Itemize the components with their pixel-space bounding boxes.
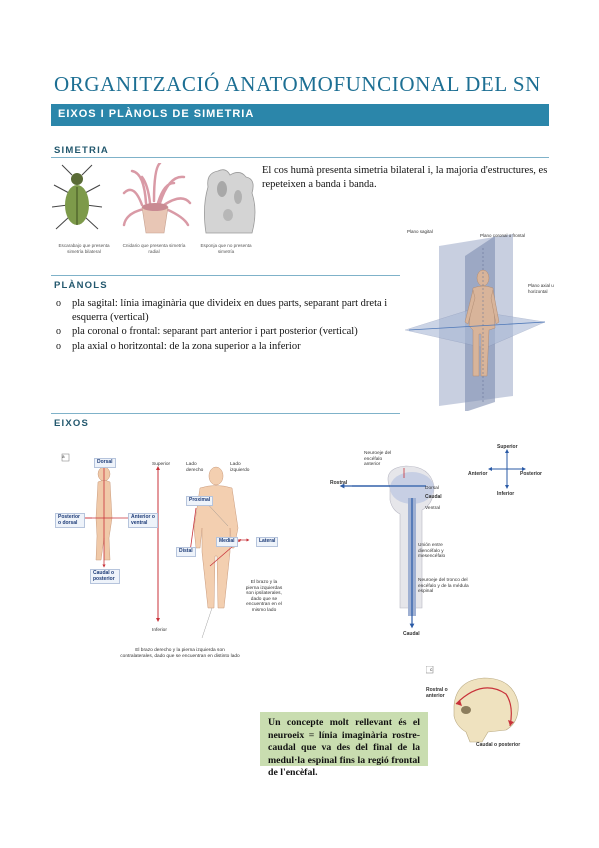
list-item-text: pla axial o horitzontal: de la zona supe…: [72, 340, 301, 352]
label-lado-izquierdo: Lado izquierdo: [230, 462, 250, 473]
label-dorsal: Dorsal: [94, 458, 116, 468]
bullet-icon: o: [56, 326, 61, 337]
list-item-text: pla coronal o frontal: separant part ant…: [72, 326, 358, 337]
label-caudal-b: Caudal: [425, 494, 442, 500]
simetria-text: El cos humà presenta simetria bilateral …: [262, 165, 548, 190]
label-compass-inferior: Inferior: [497, 491, 515, 497]
label-compass-superior: Superior: [497, 444, 518, 450]
label-caudal-posterior: Caudal o posterior: [90, 569, 120, 585]
beetle-illustration: [52, 164, 103, 230]
divider: [51, 275, 400, 276]
label-neuroeje-anterior: Neuroeje del encéfalo anterior: [364, 451, 392, 468]
heading-eixos: EIXOS: [54, 418, 90, 429]
note-contralateral: El brazo derecho y la pierna izquierda s…: [120, 648, 240, 659]
planols-list: o pla sagital: línia imaginària que divid…: [54, 297, 401, 354]
body-planes-figure: [404, 234, 546, 411]
caption-beetle: Escarabajo que presenta simetría bilater…: [58, 243, 110, 254]
banner-label: EIXOS I PLÀNOLS DE SIMETRIA: [58, 108, 255, 120]
list-item-text: pla sagital: línia imaginària que divide…: [72, 298, 388, 323]
note-ipsilateral: El brazo y la pierna izquierdas son ipsi…: [245, 580, 283, 613]
divider: [51, 413, 400, 414]
label-plano-sagital: Plano sagital: [407, 229, 433, 234]
label-compass-anterior: Anterior: [468, 471, 488, 477]
label-rostral: Rostral: [330, 480, 348, 486]
bullet-icon: o: [56, 298, 61, 309]
page-title: ORGANITZACIÓ ANATOMOFUNCIONAL DEL SN: [54, 72, 541, 96]
fig-c-letter: c: [430, 668, 433, 673]
skull-figure: [426, 666, 519, 743]
sponge-illustration: [204, 169, 256, 234]
label-caudal-bottom: Caudal: [403, 631, 420, 637]
label-tronco: Neuroeje del tronco del encéfalo y de la…: [418, 578, 469, 595]
divider: [51, 157, 549, 158]
caption-sponge: Esponja que no presenta simetría: [200, 243, 252, 254]
label-union: Unión entre diencéfalo y mesencéfalo: [418, 543, 446, 560]
bullet-icon: o: [56, 340, 61, 352]
label-plano-axial: Plano axial u horizontal: [528, 283, 554, 294]
caption-anemone: Cnidario que presenta simetría radial: [122, 243, 186, 254]
label-lateral: Lateral: [256, 537, 279, 547]
symmetry-illustrations: [52, 163, 256, 234]
label-posterior-dorsal: Posterior o dorsal: [55, 513, 85, 529]
label-rostral-anterior: Rostral o anterior: [426, 687, 448, 699]
heading-planols: PLÀNOLS: [54, 280, 108, 291]
label-distal: Distal: [176, 547, 196, 557]
fig-a-letter: a: [62, 454, 65, 459]
anemone-illustration: [122, 163, 192, 234]
label-dorsal-b: Dorsal: [425, 486, 439, 491]
neuroaxis-note: Un concepte molt rellevant és el neuroei…: [260, 712, 428, 778]
label-proximal: Proximal: [186, 496, 214, 506]
label-anterior-ventral: Anterior o ventral: [128, 513, 158, 529]
label-plano-coronal: Plano coronal o frontal: [480, 233, 526, 238]
section-banner: EIXOS I PLÀNOLS DE SIMETRIA: [51, 104, 549, 126]
neuroaxis-figure: [339, 465, 435, 629]
label-medial: Medial: [216, 537, 238, 547]
label-compass-posterior: Posterior: [520, 471, 542, 477]
list-item: o pla axial o horitzontal: de la zona sup…: [54, 340, 401, 354]
list-item: o pla coronal o frontal: separant part an…: [54, 325, 401, 339]
label-caudal-posterior-c: Caudal o posterior: [476, 742, 521, 748]
list-item: o pla sagital: línia imaginària que divid…: [54, 297, 401, 324]
body-axes-figure: [61, 453, 250, 639]
heading-simetria: SIMETRIA: [54, 145, 109, 156]
label-superior: Superior: [152, 462, 171, 467]
label-ventral: Ventral: [425, 506, 440, 511]
compass-figure: [488, 449, 526, 489]
label-lado-derecho: Lado derecho: [186, 462, 204, 473]
label-inferior: Inferior: [152, 628, 167, 633]
